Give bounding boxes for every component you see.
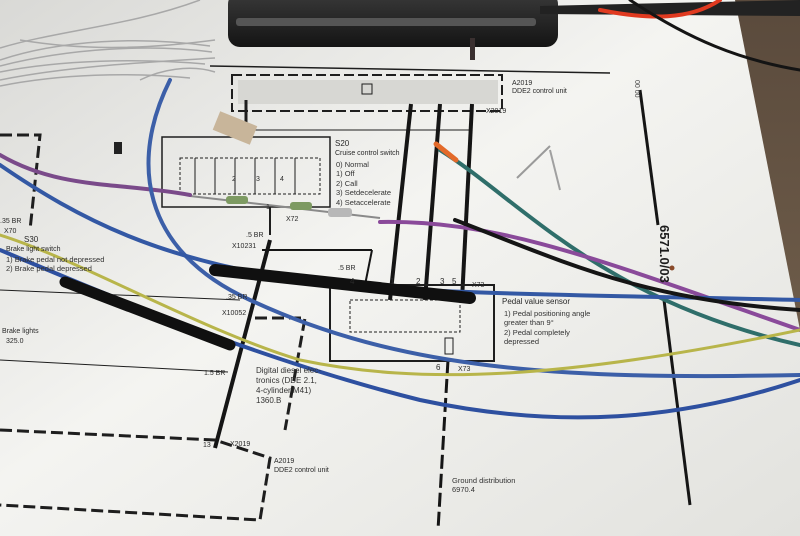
switch-option: 0) Normal <box>336 160 369 169</box>
switch-options: 0) Normal 1) Off 2) Call 3) Setdecelerat… <box>336 160 391 207</box>
brake-lights-label: Brake lights <box>2 328 39 335</box>
connector-label: X72 <box>286 216 299 223</box>
dde-code: 1360.B <box>256 396 282 405</box>
pin-number: 13 <box>203 442 211 449</box>
wire-gauge-label: .5 BR <box>246 232 264 239</box>
connector-label: X10052 <box>222 310 247 317</box>
pedal-sensor-options: 1) Pedal positioning angle greater than … <box>504 309 594 347</box>
pin-number: 2 <box>416 277 421 286</box>
pin-number: 3 <box>256 176 260 183</box>
top-unit-box <box>209 65 611 131</box>
switch-option: 2) Call <box>336 178 358 188</box>
brake-switch-option: 1) Brake pedal not depressed <box>6 255 105 264</box>
switch-option: 4) Setaccelerate <box>336 197 391 207</box>
brake-lights-code: 325.0 <box>6 338 24 345</box>
bottom-unit-name: DDE2 control unit <box>274 467 329 474</box>
ground-line: Ground distribution <box>452 476 516 485</box>
wire-fragment <box>470 38 475 60</box>
dde-line: tronics (DDE 2.1, <box>256 376 317 385</box>
connector-label: X70 <box>4 228 17 235</box>
connector-label: X2019 <box>230 441 251 448</box>
brake-switch-options: 1) Brake pedal not depressed 2) Brake pe… <box>6 255 104 274</box>
brake-switch-code: S30 <box>24 235 39 244</box>
wire-scrap <box>516 145 551 179</box>
pin-number: 2 <box>232 176 236 183</box>
pin-number: 1 <box>390 277 395 286</box>
wire-gauge-label: 1.5 BR <box>204 370 226 377</box>
page-number: 6571.0/03 <box>657 225 672 283</box>
connector-label: X73 <box>472 282 485 289</box>
connector-label: X2019 <box>486 108 507 115</box>
ground-label: Ground distribution 6970.4 <box>452 476 515 495</box>
brake-switch-option: 2) Brake pedal depressed <box>6 264 92 274</box>
bottom-unit-code: A2019 <box>274 458 295 465</box>
wire-fragment-2 <box>114 142 122 154</box>
wire-gauge-label: .5 BR <box>338 265 356 272</box>
wire-gauge-label: .35 BR <box>0 218 22 225</box>
switch-option: 1) Off <box>336 169 355 179</box>
stain-spot <box>669 265 675 271</box>
dde-line: Digital diesel elec- <box>256 366 321 375</box>
connector-label: X10231 <box>232 243 257 250</box>
top-unit-name: DDE2 control unit <box>512 88 567 95</box>
dde-block-label: Digital diesel elec- tronics (DDE 2.1, 4… <box>256 366 321 406</box>
side-code: 00 00 <box>633 80 640 98</box>
page-reference-line <box>638 89 692 506</box>
pedal-sensor-option: 2) Pedal completely depressed <box>504 327 570 347</box>
pin-number: 4 <box>350 277 355 286</box>
top-unit-code: A2019 <box>512 80 533 87</box>
wire-gauge-label: .35 BR <box>226 294 248 301</box>
resistor-chain <box>189 195 381 219</box>
heat-shrink-sleeves <box>59 264 476 351</box>
pin-number: 6 <box>436 363 441 372</box>
connector-label: X73 <box>458 366 471 373</box>
switch-code: S20 <box>335 139 350 148</box>
pin-number: 4 <box>280 176 284 183</box>
silver-wire-bundle <box>0 0 216 87</box>
brake-switch-title: Brake light switch <box>6 246 61 253</box>
pin-number: 5 <box>452 277 457 286</box>
dde-line: 4-cylinder M41) <box>256 386 312 395</box>
switch-option: 3) Setdecelerate <box>336 188 392 198</box>
pedal-sensor-box <box>329 284 495 362</box>
ground-line: 6970.4 <box>452 485 475 495</box>
pedal-sensor-option: 1) Pedal positioning angle greater than … <box>504 309 591 328</box>
wire-scrap-2 <box>549 149 561 191</box>
tape-piece <box>212 111 258 145</box>
pin-number: 3 <box>440 277 445 286</box>
dde-block-outline <box>0 133 307 522</box>
switch-title: Cruise control switch <box>335 150 400 157</box>
pin-number: 1 <box>266 204 270 211</box>
pedal-sensor-title: Pedal value sensor <box>502 297 571 306</box>
